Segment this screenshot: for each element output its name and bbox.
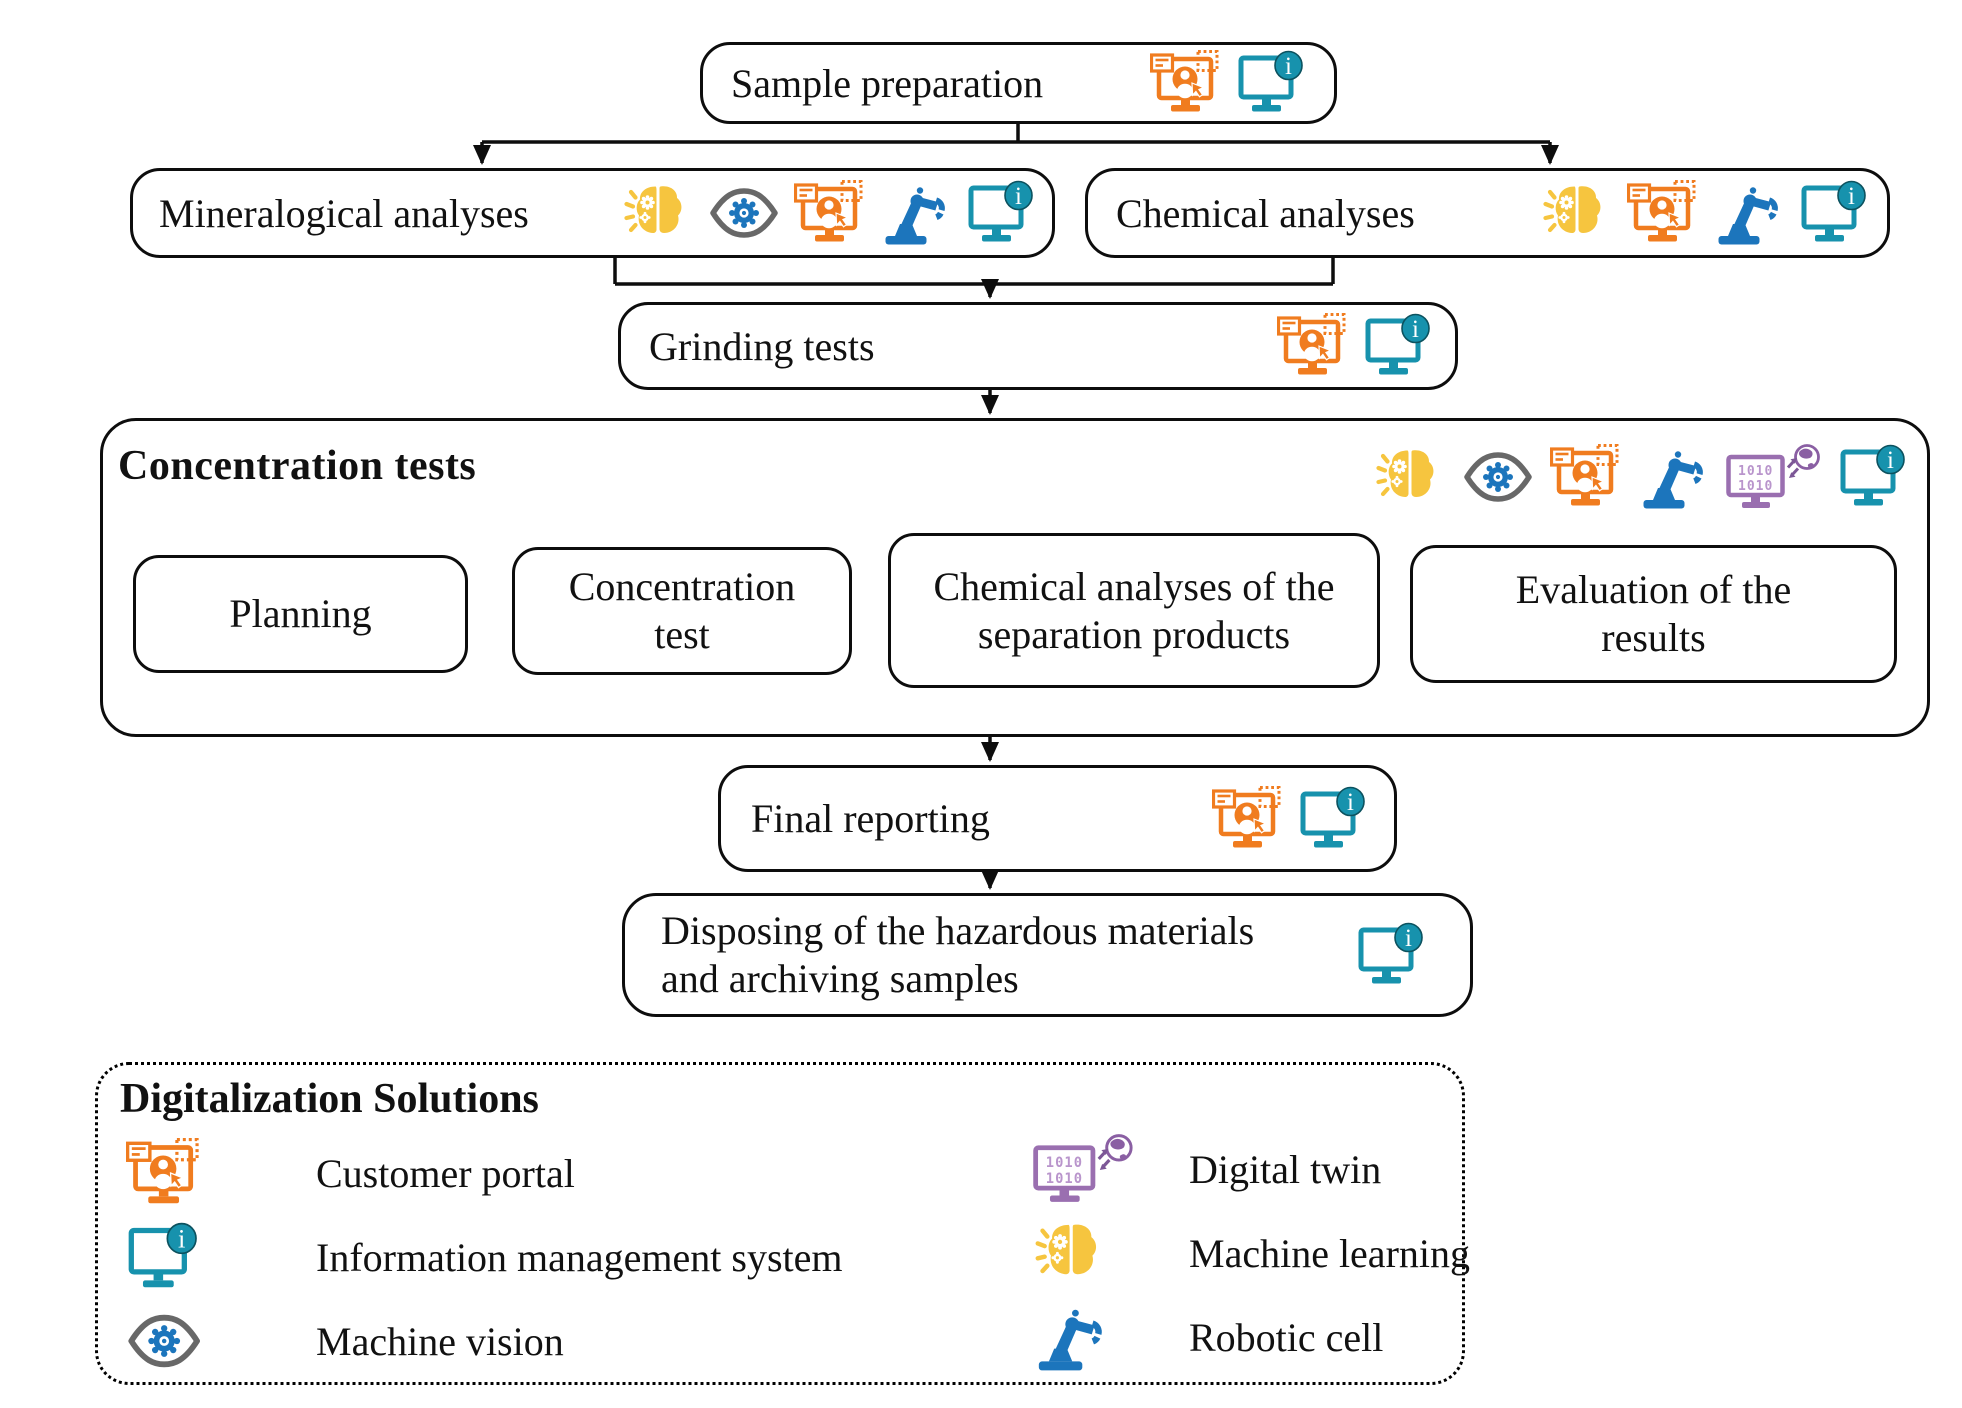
legend-title: Digitalization Solutions xyxy=(120,1076,539,1122)
legend-item-robotic-cell: Robotic cell xyxy=(1033,1295,1470,1379)
information-management-icon: i xyxy=(1799,180,1871,246)
customer-portal-icon xyxy=(1277,313,1349,379)
mineralogical-analyses-icons: i xyxy=(622,180,1038,246)
machine-vision-icon xyxy=(126,1306,202,1376)
chemical-analyses-label: Chemical analyses xyxy=(1116,190,1415,236)
grinding-tests-icons: i xyxy=(1277,313,1435,379)
robotic-cell-icon xyxy=(1033,1302,1109,1372)
svg-text:i: i xyxy=(1405,925,1412,952)
final-reporting-label: Final reporting xyxy=(751,796,990,841)
customer-portal-icon xyxy=(1627,180,1699,246)
disposing-label: Disposing of the hazardous materials and… xyxy=(661,908,1255,1001)
chemical-analyses-box: Chemical analyses xyxy=(1085,168,1890,258)
machine-learning-icon xyxy=(1541,180,1613,246)
legend-item-label: Information management system xyxy=(316,1234,843,1280)
legend-item-label: Robotic cell xyxy=(1189,1314,1384,1360)
concentration-tests-icons: 1010 1010 i xyxy=(1374,444,1910,510)
svg-text:1010: 1010 xyxy=(1046,1155,1083,1171)
information-management-icon: i xyxy=(1363,313,1435,379)
svg-text:1010: 1010 xyxy=(1738,479,1773,494)
legend-item-machine-vision: Machine vision xyxy=(126,1299,843,1383)
digital-twin-icon: 1010 1010 xyxy=(1033,1134,1135,1204)
machine-vision-icon xyxy=(1462,444,1534,510)
legend-item-customer-portal: Customer portal xyxy=(126,1131,843,1215)
step-evaluation-results-box: Evaluation of the results xyxy=(1410,545,1897,683)
legend-icon-slot xyxy=(1033,1218,1161,1288)
legend-icon-slot: 1010 1010 xyxy=(1033,1134,1161,1204)
svg-text:i: i xyxy=(1412,316,1419,343)
legend-icon-slot xyxy=(126,1306,254,1376)
robotic-cell-icon xyxy=(1638,444,1710,510)
disposing-box: Disposing of the hazardous materials and… xyxy=(622,893,1473,1017)
information-management-icon: i xyxy=(966,180,1038,246)
information-management-icon: i xyxy=(126,1222,202,1292)
legend-box: Digitalization Solutions Customer portal… xyxy=(95,1062,1470,1385)
customer-portal-icon xyxy=(126,1138,202,1208)
legend-item-label: Machine vision xyxy=(316,1318,564,1364)
legend-column-right: 1010 1010 Digital twin xyxy=(1033,1127,1470,1379)
svg-text:i: i xyxy=(1887,447,1894,474)
svg-text:i: i xyxy=(1015,183,1022,210)
sample-preparation-icons: i xyxy=(1150,50,1308,116)
step-planning-box: Planning xyxy=(133,555,468,673)
grinding-tests-label: Grinding tests xyxy=(649,323,875,369)
customer-portal-icon xyxy=(1150,50,1222,116)
legend-column-left: Customer portal i Information management… xyxy=(126,1131,843,1383)
legend-item-label: Digital twin xyxy=(1189,1146,1382,1192)
robotic-cell-icon xyxy=(1713,180,1785,246)
legend-icon-slot: i xyxy=(126,1222,254,1292)
legend-icon-slot xyxy=(1033,1302,1161,1372)
machine-learning-icon xyxy=(1374,444,1446,510)
svg-text:i: i xyxy=(1848,183,1855,210)
mineralogical-analyses-box: Mineralogical analyses xyxy=(130,168,1055,258)
machine-learning-icon xyxy=(1033,1218,1109,1288)
grinding-tests-box: Grinding tests i xyxy=(618,302,1458,390)
step-evaluation-results-label: Evaluation of the results xyxy=(1515,567,1792,660)
final-reporting-icons: i xyxy=(1212,785,1370,852)
robotic-cell-icon xyxy=(880,180,952,246)
machine-learning-icon xyxy=(622,180,694,246)
concentration-tests-title: Concentration tests xyxy=(118,443,477,489)
mineralogical-analyses-label: Mineralogical analyses xyxy=(159,190,529,236)
information-management-icon: i xyxy=(1236,50,1308,116)
step-concentration-test-box: Concentration test xyxy=(512,547,852,675)
step-chemical-analyses-separation-label: Chemical analyses of the separation prod… xyxy=(933,563,1335,657)
information-management-icon: i xyxy=(1298,786,1370,852)
chemical-analyses-icons: i xyxy=(1541,180,1871,246)
svg-text:i: i xyxy=(1285,53,1292,80)
information-management-icon: i xyxy=(1838,444,1910,510)
svg-text:i: i xyxy=(1347,789,1354,816)
legend-item-digital-twin: 1010 1010 Digital twin xyxy=(1033,1127,1470,1211)
machine-vision-icon xyxy=(708,180,780,246)
step-chemical-analyses-separation-box: Chemical analyses of the separation prod… xyxy=(888,533,1380,688)
step-planning-label: Planning xyxy=(229,591,372,636)
customer-portal-icon xyxy=(794,180,866,246)
information-management-icon: i xyxy=(1356,922,1428,988)
customer-portal-icon xyxy=(1212,785,1284,852)
svg-text:1010: 1010 xyxy=(1046,1171,1083,1187)
step-concentration-test-label: Concentration test xyxy=(568,564,796,657)
digital-twin-icon: 1010 1010 xyxy=(1726,444,1822,510)
legend-item-label: Machine learning xyxy=(1189,1230,1470,1276)
disposing-icons: i xyxy=(1356,922,1428,988)
customer-portal-icon xyxy=(1550,444,1622,510)
sample-preparation-box: Sample preparation i xyxy=(700,42,1337,124)
svg-text:1010: 1010 xyxy=(1738,464,1773,479)
final-reporting-box: Final reporting i xyxy=(718,765,1397,872)
svg-text:i: i xyxy=(178,1223,185,1253)
legend-item-label: Customer portal xyxy=(316,1150,575,1196)
legend-item-machine-learning: Machine learning xyxy=(1033,1211,1470,1295)
legend-icon-slot xyxy=(126,1138,254,1208)
sample-preparation-label: Sample preparation xyxy=(731,60,1044,106)
legend-item-information-management: i Information management system xyxy=(126,1215,843,1299)
